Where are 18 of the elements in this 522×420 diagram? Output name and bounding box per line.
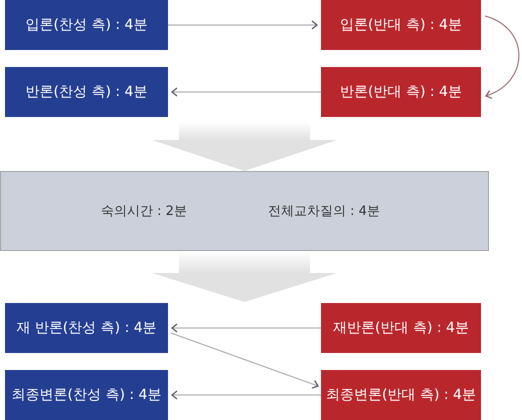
- band-text: 전체교차질의 : 4분: [268, 203, 380, 220]
- process-box: 반론(찬성 측) : 4분: [5, 67, 168, 117]
- arrow: [171, 323, 322, 333]
- curved-arrow: [484, 16, 520, 98]
- process-box: 재반론(반대 측) : 4분: [321, 303, 481, 353]
- arrow: [171, 87, 322, 97]
- process-box: 재 반론(찬성 측) : 4분: [5, 303, 168, 353]
- info-band: [0, 171, 489, 251]
- process-box: 입론(반대 측) : 4분: [321, 0, 481, 50]
- arrow: [171, 390, 322, 400]
- band-text: 숙의시간 : 2분: [101, 203, 187, 220]
- process-box: 최종변론(찬성 측) : 4분: [5, 370, 168, 420]
- arrow: [170, 332, 319, 389]
- block-arrow: [152, 122, 337, 171]
- process-box: 입론(찬성 측) : 4분: [5, 0, 168, 50]
- process-box: 최종변론(반대 측) : 4분: [321, 370, 481, 420]
- process-box: 반론(반대 측) : 4분: [321, 67, 481, 117]
- arrow: [168, 20, 318, 30]
